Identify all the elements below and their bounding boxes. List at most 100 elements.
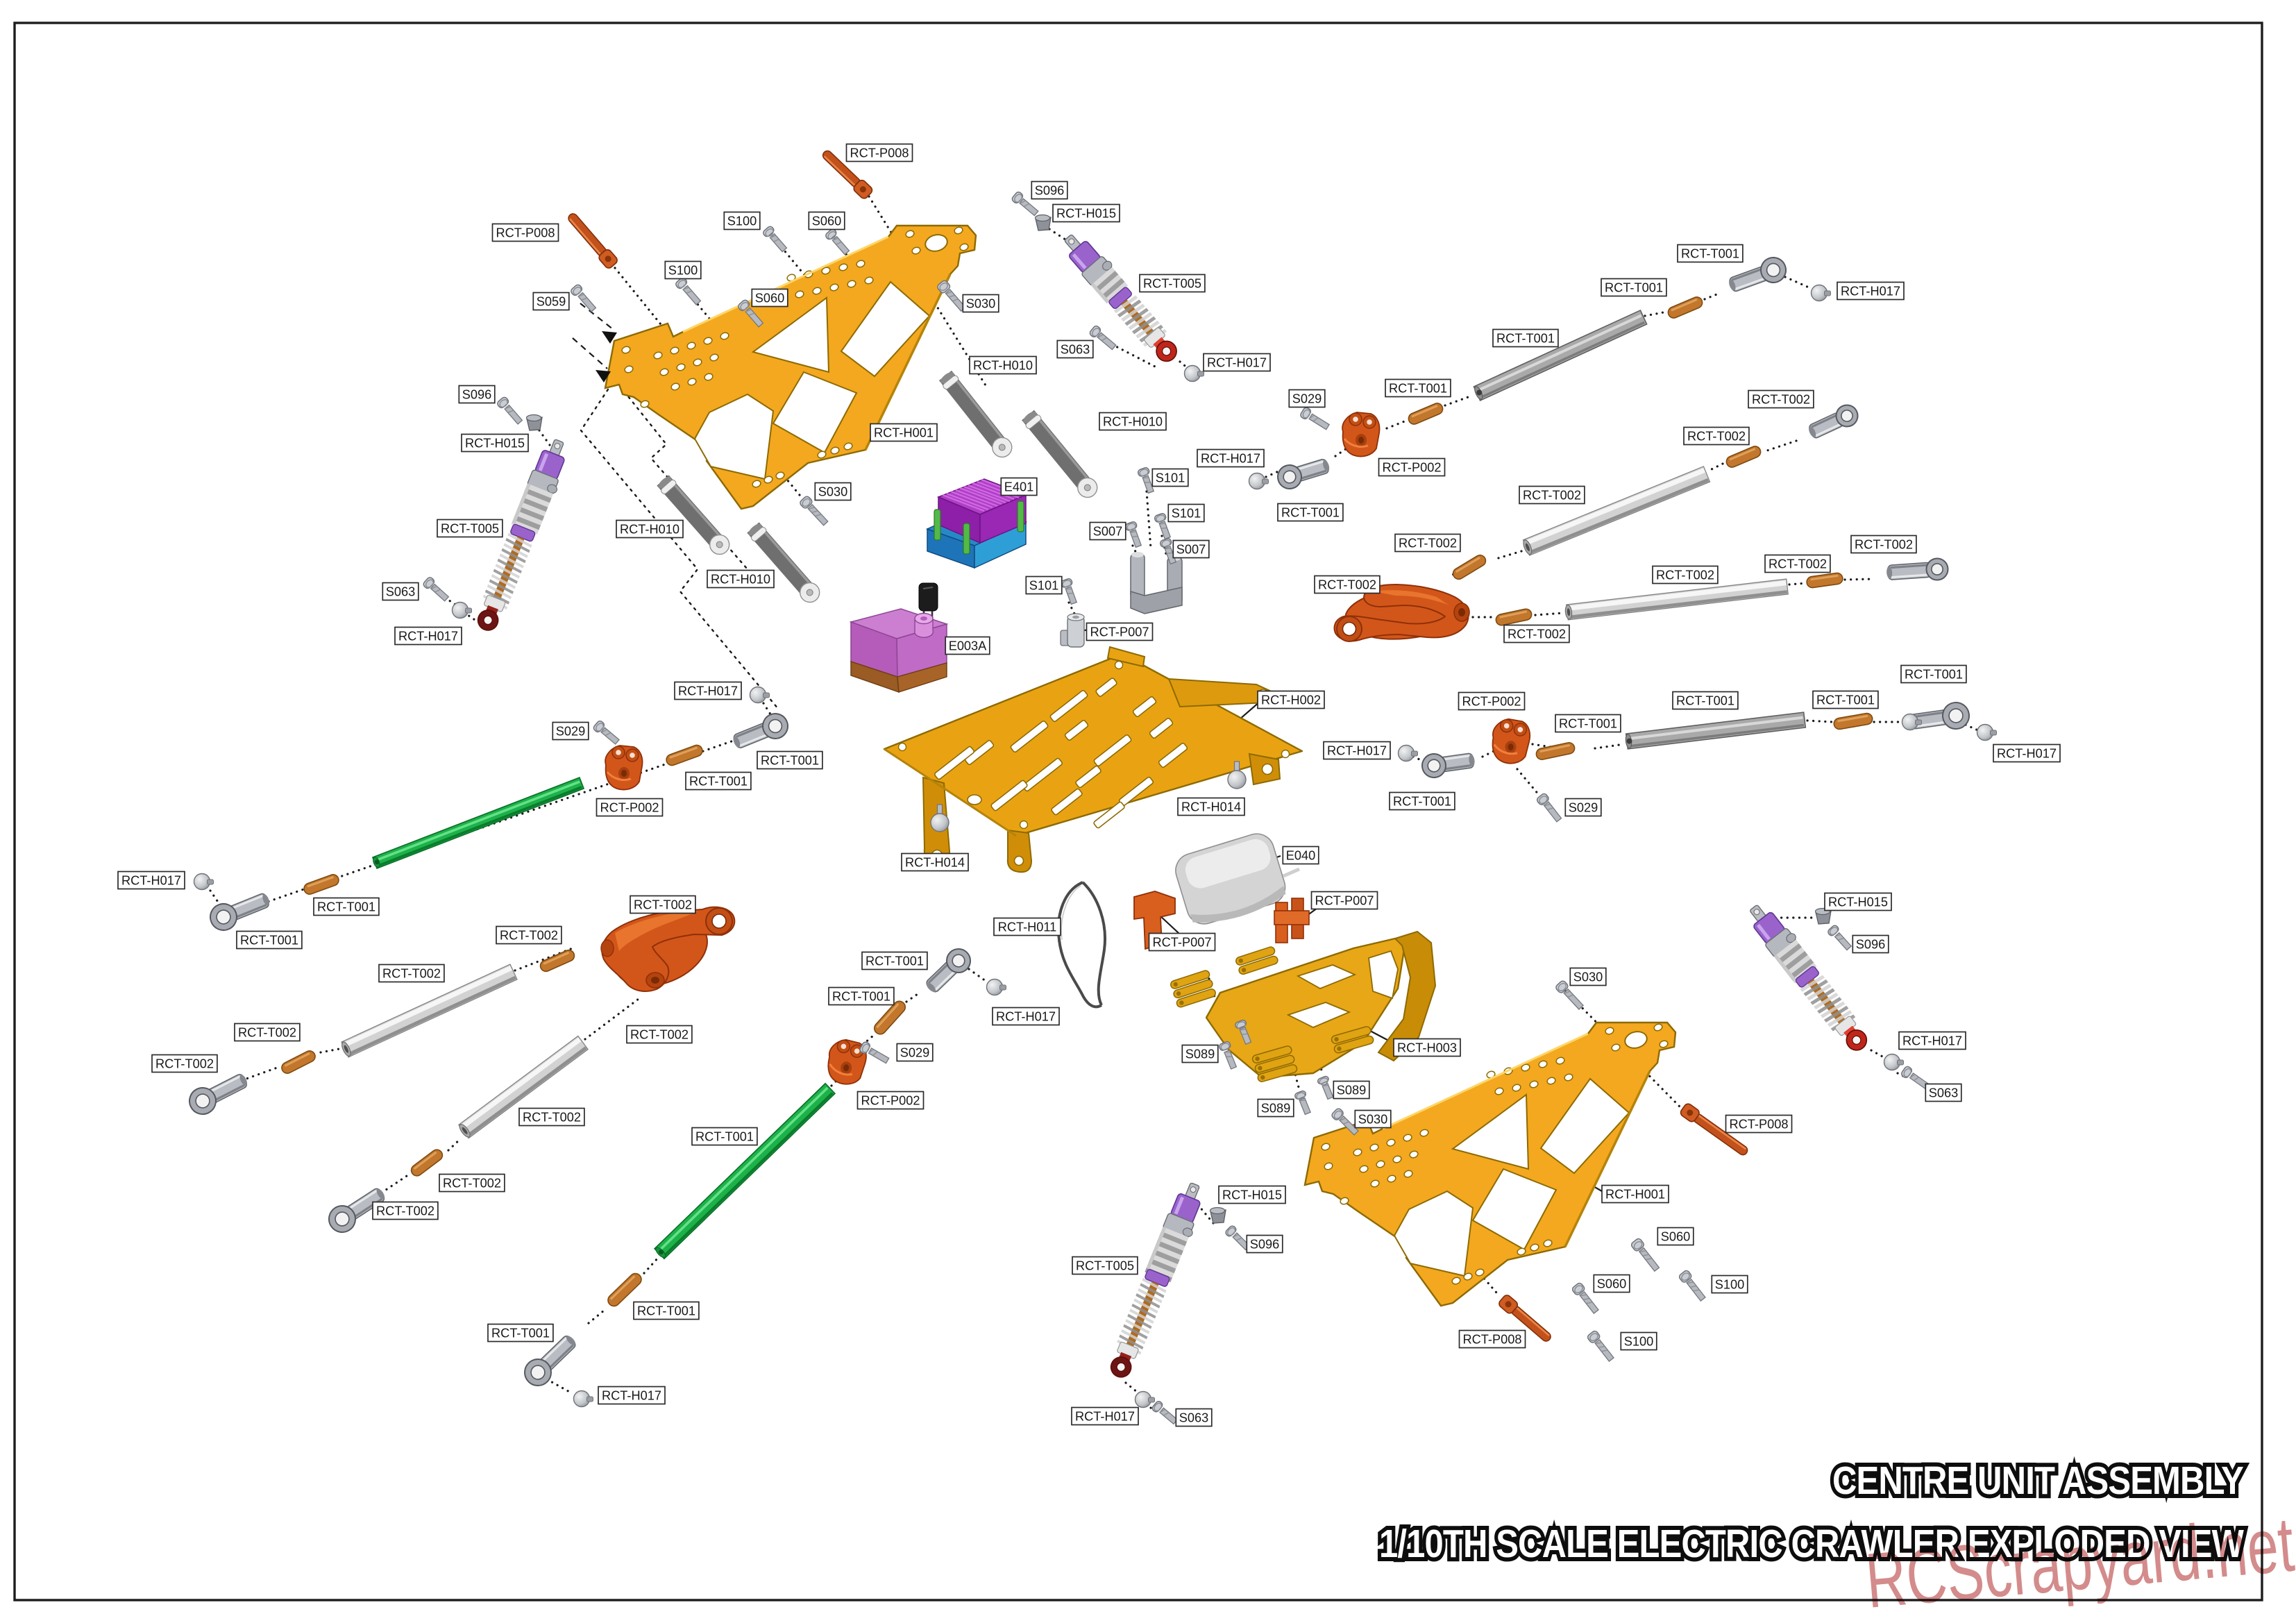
svg-text:S063: S063 bbox=[386, 585, 415, 599]
svg-text:RCT-T001: RCT-T001 bbox=[689, 775, 748, 789]
svg-text:RCT-H010: RCT-H010 bbox=[1103, 415, 1163, 429]
svg-text:RCT-H015: RCT-H015 bbox=[465, 437, 525, 451]
svg-text:S100: S100 bbox=[727, 215, 757, 228]
svg-text:S029: S029 bbox=[900, 1046, 929, 1060]
svg-text:RCT-T001: RCT-T001 bbox=[832, 990, 890, 1004]
svg-text:E040: E040 bbox=[1286, 849, 1315, 863]
svg-text:RCT-P008: RCT-P008 bbox=[850, 146, 909, 160]
svg-text:RCT-T002: RCT-T002 bbox=[443, 1177, 501, 1191]
svg-text:RCT-P002: RCT-P002 bbox=[1462, 695, 1521, 709]
svg-text:S030: S030 bbox=[966, 297, 995, 311]
svg-text:RCT-H011: RCT-H011 bbox=[998, 920, 1057, 934]
svg-text:RCT-T005: RCT-T005 bbox=[1076, 1259, 1134, 1273]
svg-text:RCT-T002: RCT-T002 bbox=[376, 1204, 434, 1218]
svg-text:RCT-T002: RCT-T002 bbox=[1752, 393, 1810, 407]
svg-text:S100: S100 bbox=[668, 264, 698, 278]
svg-text:E003A: E003A bbox=[949, 639, 987, 653]
svg-text:S059: S059 bbox=[537, 295, 566, 309]
svg-text:RCT-T001: RCT-T001 bbox=[1681, 247, 1739, 261]
svg-text:S063: S063 bbox=[1179, 1411, 1208, 1425]
svg-text:RCT-H003: RCT-H003 bbox=[1397, 1041, 1457, 1055]
svg-text:S096: S096 bbox=[1035, 184, 1064, 198]
svg-text:RCT-T001: RCT-T001 bbox=[761, 754, 819, 768]
svg-text:RCT-T002: RCT-T002 bbox=[523, 1111, 581, 1125]
svg-text:RCT-T001: RCT-T001 bbox=[1605, 281, 1663, 295]
svg-text:RCT-H010: RCT-H010 bbox=[620, 523, 679, 537]
svg-text:RCT-T001: RCT-T001 bbox=[240, 934, 298, 948]
svg-text:RCT-H015: RCT-H015 bbox=[1828, 895, 1888, 909]
svg-text:RCT-P002: RCT-P002 bbox=[600, 801, 659, 815]
svg-text:S089: S089 bbox=[1337, 1084, 1366, 1098]
svg-text:S060: S060 bbox=[1597, 1277, 1626, 1291]
svg-text:S063: S063 bbox=[1061, 343, 1090, 357]
svg-text:S100: S100 bbox=[1624, 1335, 1653, 1349]
svg-text:S029: S029 bbox=[1569, 801, 1598, 815]
svg-text:RCT-H017: RCT-H017 bbox=[1207, 356, 1267, 370]
svg-text:S096: S096 bbox=[1250, 1238, 1279, 1252]
svg-text:RCT-H017: RCT-H017 bbox=[678, 684, 738, 698]
svg-text:RCT-H014: RCT-H014 bbox=[905, 856, 965, 870]
svg-text:RCT-T002: RCT-T002 bbox=[1399, 537, 1457, 550]
svg-text:RCT-T002: RCT-T002 bbox=[1656, 569, 1714, 582]
svg-text:RCT-P002: RCT-P002 bbox=[861, 1094, 920, 1108]
svg-text:RCT-T002: RCT-T002 bbox=[1687, 430, 1746, 444]
svg-text:RCT-T002: RCT-T002 bbox=[1855, 538, 1913, 552]
svg-text:RCT-T001: RCT-T001 bbox=[1281, 506, 1340, 520]
svg-text:RCT-H002: RCT-H002 bbox=[1261, 693, 1321, 707]
svg-text:RCT-T002: RCT-T002 bbox=[238, 1026, 296, 1040]
svg-text:RCT-P007: RCT-P007 bbox=[1315, 894, 1374, 908]
svg-text:RCT-T005: RCT-T005 bbox=[1143, 277, 1201, 291]
svg-text:RCT-T002: RCT-T002 bbox=[382, 967, 441, 981]
svg-text:S101: S101 bbox=[1029, 579, 1058, 593]
svg-text:RCT-H001: RCT-H001 bbox=[874, 426, 934, 440]
svg-text:RCT-T002: RCT-T002 bbox=[155, 1057, 214, 1071]
svg-text:RCT-H017: RCT-H017 bbox=[398, 630, 458, 644]
svg-text:S089: S089 bbox=[1261, 1102, 1290, 1116]
svg-text:S029: S029 bbox=[556, 725, 585, 739]
svg-text:S101: S101 bbox=[1172, 507, 1201, 521]
svg-text:RCT-T001: RCT-T001 bbox=[1676, 694, 1734, 708]
svg-text:S096: S096 bbox=[1856, 938, 1885, 952]
svg-text:S089: S089 bbox=[1185, 1048, 1215, 1061]
svg-text:RCT-T002: RCT-T002 bbox=[634, 898, 692, 912]
svg-text:RCT-T002: RCT-T002 bbox=[1523, 489, 1581, 503]
svg-text:RCT-T001: RCT-T001 bbox=[866, 955, 924, 968]
svg-text:RCT-H001: RCT-H001 bbox=[1605, 1188, 1665, 1202]
svg-text:RCT-H017: RCT-H017 bbox=[121, 874, 181, 888]
svg-text:S007: S007 bbox=[1176, 543, 1206, 557]
svg-text:RCT-T002: RCT-T002 bbox=[630, 1028, 689, 1042]
svg-text:S100: S100 bbox=[1715, 1278, 1744, 1292]
svg-text:RCT-H017: RCT-H017 bbox=[1841, 285, 1900, 298]
svg-text:RCT-H017: RCT-H017 bbox=[1075, 1410, 1135, 1424]
svg-text:RCT-P008: RCT-P008 bbox=[496, 226, 555, 240]
svg-text:RCT-T001: RCT-T001 bbox=[491, 1327, 550, 1340]
svg-text:RCT-H010: RCT-H010 bbox=[973, 359, 1033, 373]
svg-text:RCT-H017: RCT-H017 bbox=[1201, 452, 1260, 466]
svg-text:RCT-P007: RCT-P007 bbox=[1090, 625, 1149, 639]
svg-text:RCT-T001: RCT-T001 bbox=[1905, 668, 1963, 682]
svg-text:RCT-H017: RCT-H017 bbox=[996, 1010, 1056, 1024]
svg-text:RCT-P008: RCT-P008 bbox=[1463, 1333, 1522, 1347]
svg-text:1/10TH SCALE ELECTRIC CRAWLER: 1/10TH SCALE ELECTRIC CRAWLER EXPLODED V… bbox=[1379, 1522, 2244, 1566]
svg-text:RCT-H017: RCT-H017 bbox=[602, 1389, 661, 1403]
svg-text:RCT-T002: RCT-T002 bbox=[1508, 628, 1566, 641]
svg-text:RCT-T001: RCT-T001 bbox=[1496, 332, 1555, 346]
svg-text:RCT-T001: RCT-T001 bbox=[695, 1130, 754, 1144]
svg-text:RCT-T001: RCT-T001 bbox=[1559, 717, 1617, 731]
svg-text:S060: S060 bbox=[812, 215, 841, 228]
svg-text:S030: S030 bbox=[818, 485, 847, 499]
svg-text:S060: S060 bbox=[1661, 1230, 1690, 1244]
svg-text:S029: S029 bbox=[1292, 392, 1322, 406]
svg-text:RCT-T001: RCT-T001 bbox=[637, 1304, 695, 1318]
svg-text:S007: S007 bbox=[1093, 525, 1122, 539]
svg-text:RCT-H015: RCT-H015 bbox=[1222, 1188, 1282, 1202]
svg-text:RCT-T001: RCT-T001 bbox=[317, 900, 375, 914]
svg-text:S063: S063 bbox=[1929, 1086, 1958, 1100]
svg-text:RCT-H010: RCT-H010 bbox=[711, 573, 770, 587]
svg-text:RCT-H014: RCT-H014 bbox=[1181, 800, 1241, 814]
svg-text:S030: S030 bbox=[1358, 1113, 1387, 1127]
svg-text:RCT-T001: RCT-T001 bbox=[1393, 795, 1451, 809]
svg-text:RCT-T005: RCT-T005 bbox=[441, 522, 499, 536]
svg-text:RCT-T002: RCT-T002 bbox=[1769, 557, 1827, 571]
svg-text:RCT-P008: RCT-P008 bbox=[1730, 1118, 1789, 1132]
